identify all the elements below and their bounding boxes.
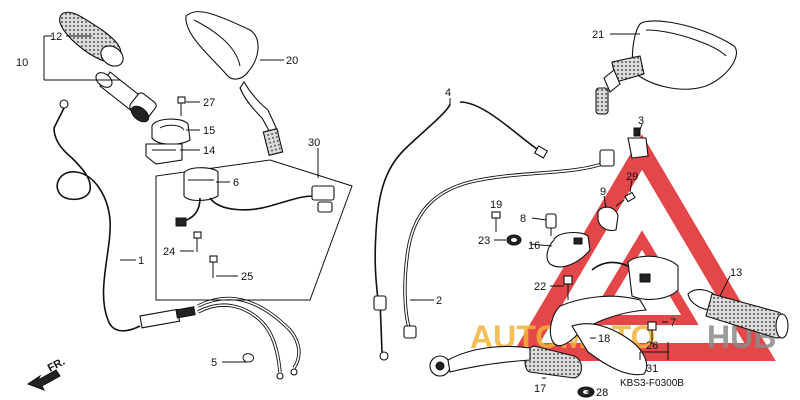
callout-4: 4 — [445, 87, 451, 99]
part-throttle-pipe — [95, 71, 157, 123]
callout-30: 30 — [308, 137, 320, 149]
part-switch-housing-right — [591, 255, 679, 300]
part-2-cable — [403, 149, 615, 339]
part-5-cable-clip — [228, 353, 255, 363]
part-14-housing-lower — [145, 143, 183, 165]
part-27-screw — [177, 96, 186, 116]
callout-22: 22 — [534, 281, 546, 293]
part-throttle-cable-second — [197, 296, 301, 380]
part-7-screw — [647, 321, 657, 331]
leader-lines — [43, 33, 731, 393]
callout-17: 17 — [534, 383, 546, 395]
part-23-nut — [506, 234, 522, 246]
front-direction-marker: FR. — [26, 356, 67, 391]
callout-28: 28 — [596, 387, 608, 399]
callout-16: 16 — [528, 240, 540, 252]
part-19-screw — [491, 211, 501, 232]
part-1-throttle-cable — [53, 99, 196, 332]
part-15-housing-upper — [151, 118, 191, 145]
part-3-bracket — [627, 127, 649, 159]
callout-13: 13 — [730, 267, 742, 279]
callout-12: 12 — [50, 31, 62, 43]
callout-9: 9 — [600, 186, 606, 198]
callout-1: 1 — [138, 255, 144, 267]
front-label: FR. — [46, 356, 67, 375]
part-25-screw — [209, 255, 218, 278]
callout-27: 27 — [203, 97, 215, 109]
part-4-clutch-cable — [373, 101, 549, 361]
watermark: AUTOMOTO HUB — [470, 134, 776, 361]
callout-10: 10 — [16, 57, 28, 69]
callout-24: 24 — [163, 246, 175, 258]
callout-20: 20 — [286, 55, 298, 67]
part-6-switch — [175, 167, 335, 227]
callout-14: 14 — [203, 145, 215, 157]
callout-labels: 10 12 27 15 14 20 30 6 1 24 25 5 4 2 21 … — [16, 29, 742, 399]
part-12-left-grip — [59, 11, 124, 67]
part-20-left-mirror — [185, 11, 284, 157]
front-arrow-icon — [26, 369, 61, 391]
part-18-brake-lever — [549, 295, 648, 376]
callout-15: 15 — [203, 125, 215, 137]
callout-6: 6 — [233, 177, 239, 189]
callout-18: 18 — [598, 333, 610, 345]
callout-26: 26 — [646, 340, 658, 352]
part-24-screw — [193, 231, 202, 252]
callout-19: 19 — [490, 199, 502, 211]
part-29-screw — [615, 191, 636, 207]
part-17-clutch-lever — [429, 345, 583, 379]
callout-8: 8 — [520, 213, 526, 225]
part-22-bolt — [563, 275, 573, 300]
callout-31: 31 — [646, 363, 658, 375]
callout-23: 23 — [478, 235, 490, 247]
part-13-right-grip — [687, 289, 789, 339]
diagram-code: KBS3-F0300B — [620, 378, 684, 389]
callout-5: 5 — [211, 357, 217, 369]
callout-21: 21 — [592, 29, 604, 41]
callout-29: 29 — [626, 171, 638, 183]
part-16-lever-bracket — [546, 231, 591, 268]
part-21-right-mirror — [595, 20, 737, 115]
callout-2: 2 — [436, 295, 442, 307]
part-8-switch — [545, 213, 557, 236]
callout-3: 3 — [638, 115, 644, 127]
part-30-switch-box — [155, 159, 353, 301]
part-9-clamp — [597, 206, 619, 232]
callout-25: 25 — [241, 271, 253, 283]
callout-7: 7 — [670, 317, 676, 329]
